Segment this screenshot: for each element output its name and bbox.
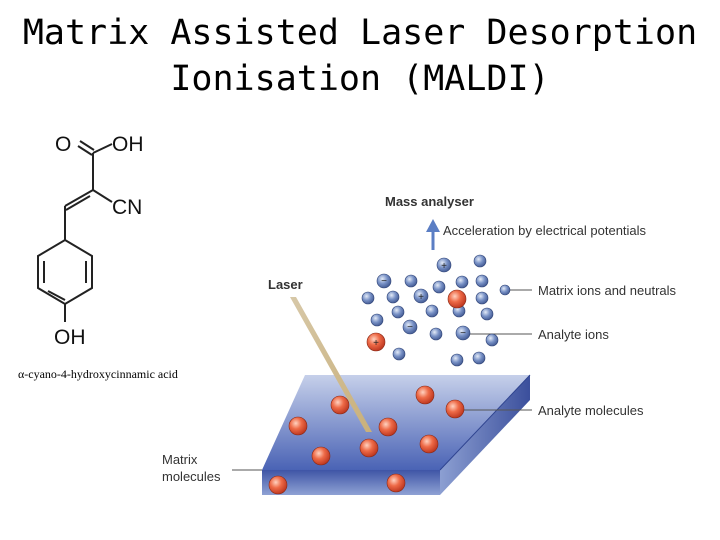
bond-vinyl-double-b <box>65 195 91 211</box>
analyte-molecule <box>445 399 465 419</box>
bond-c-oh <box>92 143 113 154</box>
matrix-molecules-label-line2: molecules <box>162 469 221 484</box>
analyte-ions-label: Analyte ions <box>538 327 609 342</box>
minus-sign: − <box>407 322 413 333</box>
analyte-ions <box>366 289 467 352</box>
bond-c-o-double-a <box>77 145 93 156</box>
bond-c-cn <box>92 189 113 203</box>
matrix-molecule <box>455 275 469 289</box>
laser-label: Laser <box>268 277 303 292</box>
charged-matrix-ion-minus <box>402 319 418 335</box>
plus-sign: + <box>441 261 447 272</box>
matrix-molecule <box>485 333 499 347</box>
title-line-2: Ionisation (MALDI) <box>170 59 550 99</box>
matrix-molecules-label-line1: Matrix <box>162 452 198 467</box>
matrix-molecule <box>475 291 489 305</box>
acceleration-label: Acceleration by electrical potentials <box>443 223 647 238</box>
nitrile-label: CN <box>112 196 142 219</box>
title-line-1: Matrix Assisted Laser Desorption <box>22 13 698 53</box>
plus-sign: + <box>373 338 379 349</box>
bond-c-o-double-b <box>79 140 95 151</box>
analyte-ion <box>366 332 386 352</box>
chemical-structure <box>37 140 113 322</box>
analyte-molecule <box>268 475 288 495</box>
analyte-molecule <box>311 446 331 466</box>
compound-name-caption: α-cyano-4-hydroxycinnamic acid <box>18 367 178 381</box>
plate-edge <box>439 374 531 471</box>
minus-sign: − <box>381 276 387 287</box>
charged-matrix-ion-minus <box>455 325 471 341</box>
matrix-molecule <box>370 313 384 327</box>
charged-matrix-ion-plus <box>413 288 429 304</box>
plate-analyte-molecules <box>268 385 465 495</box>
matrix-molecule <box>475 274 489 288</box>
matrix-molecule <box>392 347 406 361</box>
mass-analyser-label: Mass analyser <box>385 194 474 209</box>
bond-vinyl-double-a <box>64 189 94 207</box>
plus-sign: + <box>418 292 424 303</box>
matrix-molecule <box>386 290 400 304</box>
matrix-molecule <box>473 254 487 268</box>
ring-inner-bond-3 <box>47 290 66 301</box>
laser-beam-shape <box>290 297 372 432</box>
plate-front-face <box>262 470 440 495</box>
analyte-molecule <box>415 385 435 405</box>
plate-side-face <box>440 375 530 495</box>
oxygen-label: O <box>55 133 71 156</box>
benzene-ring <box>37 238 93 306</box>
hydroxyl-bottom-label: OH <box>54 326 86 349</box>
charged-matrix-ion-plus <box>436 257 452 273</box>
analyte-molecule <box>378 417 398 437</box>
hydroxyl-top-label: OH <box>112 133 144 156</box>
minus-sign: − <box>460 328 466 339</box>
matrix-ions-label: Matrix ions and neutrals <box>538 283 677 298</box>
analyte-molecule <box>288 416 308 436</box>
laser-beam <box>290 297 372 432</box>
charge-signs: + − + − − + <box>373 261 466 349</box>
analyte-molecule <box>386 473 406 493</box>
analyte-molecule <box>419 434 439 454</box>
analyte-molecules-label: Analyte molecules <box>538 403 644 418</box>
matrix-molecule <box>432 280 446 294</box>
matrix-molecule <box>361 291 375 305</box>
matrix-molecule <box>480 307 494 321</box>
analyte-molecule <box>330 395 350 415</box>
gas-phase-ions <box>376 257 471 341</box>
acceleration-arrow <box>426 219 440 250</box>
analyte-molecule <box>359 438 379 458</box>
matrix-molecule <box>425 304 439 318</box>
matrix-ion-neutral-pointer <box>499 284 511 296</box>
charged-matrix-ion-minus <box>376 273 392 289</box>
matrix-molecule <box>404 274 418 288</box>
arrow-head <box>426 219 440 232</box>
matrix-molecule <box>391 305 405 319</box>
slide-title: Matrix Assisted Laser Desorption Ionisat… <box>0 10 720 102</box>
gas-phase-matrix-molecules <box>361 254 511 367</box>
matrix-molecule <box>472 351 486 365</box>
analyte-ion <box>447 289 467 309</box>
matrix-molecule <box>450 353 464 367</box>
leader-lines <box>232 289 532 471</box>
matrix-molecule <box>429 327 443 341</box>
